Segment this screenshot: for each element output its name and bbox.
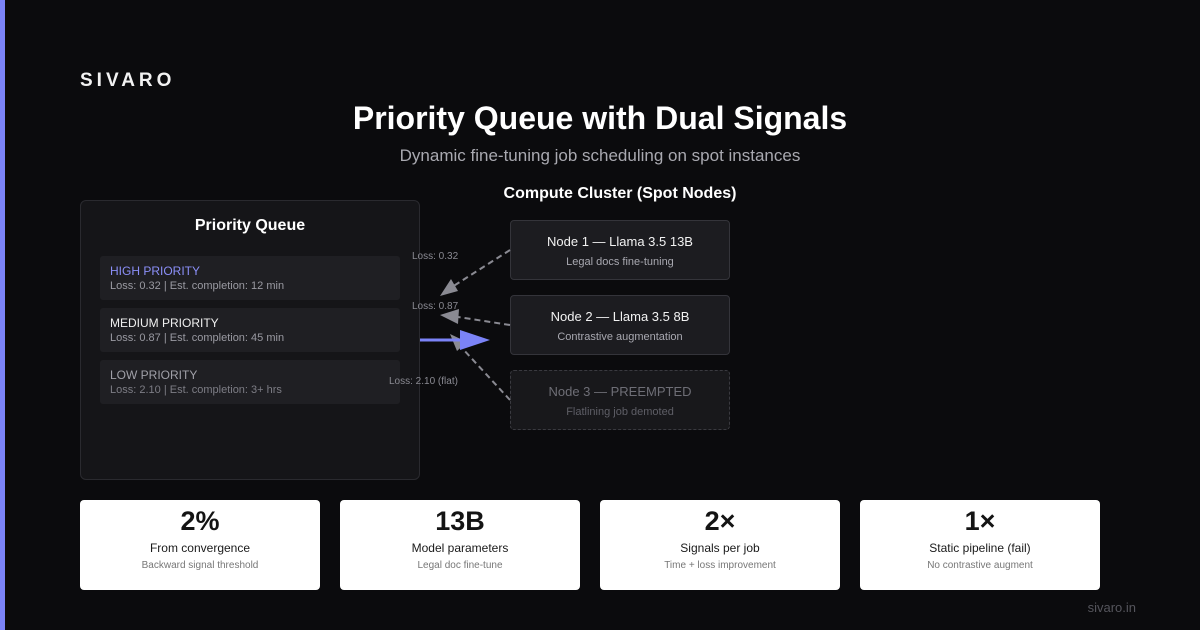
stat-card: 2% From convergence Backward signal thre… [80,500,320,590]
cluster-title: Compute Cluster (Spot Nodes) [503,185,737,202]
node-3-card: Node 3 — PREEMPTED Flatlining job demote… [510,370,730,430]
priority-queue-panel: Priority Queue HIGH PRIORITY Loss: 0.32 … [80,200,420,480]
node-name: Node 3 — PREEMPTED [548,384,692,399]
node-2-card: Node 2 — Llama 3.5 8B Contrastive augmen… [510,295,730,355]
node-name: Node 1 — Llama 3.5 13B [547,234,693,249]
arrowhead-node1 [440,279,458,296]
stat-value: 1× [964,506,996,536]
node-name: Node 2 — Llama 3.5 8B [550,309,690,324]
page-title: Priority Queue with Dual Signals [352,100,848,136]
stat-sub: Legal doc fine-tune [417,560,503,571]
queue-item-medium: MEDIUM PRIORITY Loss: 0.87 | Est. comple… [100,308,400,352]
loss-signal-label: Loss: 0.32 [412,251,459,262]
queue-item-low: LOW PRIORITY Loss: 2.10 | Est. completio… [100,360,400,404]
stat-value: 2× [704,506,736,536]
node-desc: Contrastive augmentation [557,331,683,343]
stat-card: 1× Static pipeline (fail) No contrastive… [860,500,1100,590]
queue-item-high: HIGH PRIORITY Loss: 0.32 | Est. completi… [100,256,400,300]
stat-value: 2% [180,506,220,536]
dispatch-arrowhead [460,330,490,350]
accent-bar [0,0,5,630]
node-desc: Flatlining job demoted [566,406,674,418]
page-subtitle: Dynamic fine-tuning job scheduling on sp… [399,146,801,165]
loss-signal-label: Loss: 2.10 (flat) [389,376,458,387]
stat-sub: Time + loss improvement [664,560,776,571]
stat-label: From convergence [149,541,251,555]
stat-sub: No contrastive augment [927,560,1033,571]
brand-logo: SIVARO [80,70,176,91]
node-desc: Legal docs fine-tuning [566,256,674,268]
stat-label: Signals per job [680,541,760,555]
stat-value: 13B [435,506,485,536]
queue-item-label: LOW PRIORITY [110,368,198,382]
loss-signal-label: Loss: 0.87 [412,301,459,312]
signal-arrow-node2 [457,316,511,326]
queue-item-detail: Loss: 2.10 | Est. completion: 3+ hrs [110,384,282,396]
queue-item-label: HIGH PRIORITY [110,264,201,278]
queue-item-detail: Loss: 0.87 | Est. completion: 45 min [110,332,285,344]
stat-card: 2× Signals per job Time + loss improveme… [600,500,840,590]
queue-title: Priority Queue [194,217,306,234]
stat-sub: Backward signal threshold [141,560,259,571]
stat-card: 13B Model parameters Legal doc fine-tune [340,500,580,590]
stat-label: Model parameters [411,541,509,555]
node-1-card: Node 1 — Llama 3.5 13B Legal docs fine-t… [510,220,730,280]
queue-item-detail: Loss: 0.32 | Est. completion: 12 min [110,280,285,292]
arrowhead-node3 [450,334,467,351]
stat-label: Static pipeline (fail) [929,541,1031,555]
signal-arrow-node1 [451,249,511,288]
queue-item-label: MEDIUM PRIORITY [110,316,219,330]
footer-url[interactable]: sivaro.in [1087,600,1136,615]
signal-arrow-node3 [461,347,511,401]
